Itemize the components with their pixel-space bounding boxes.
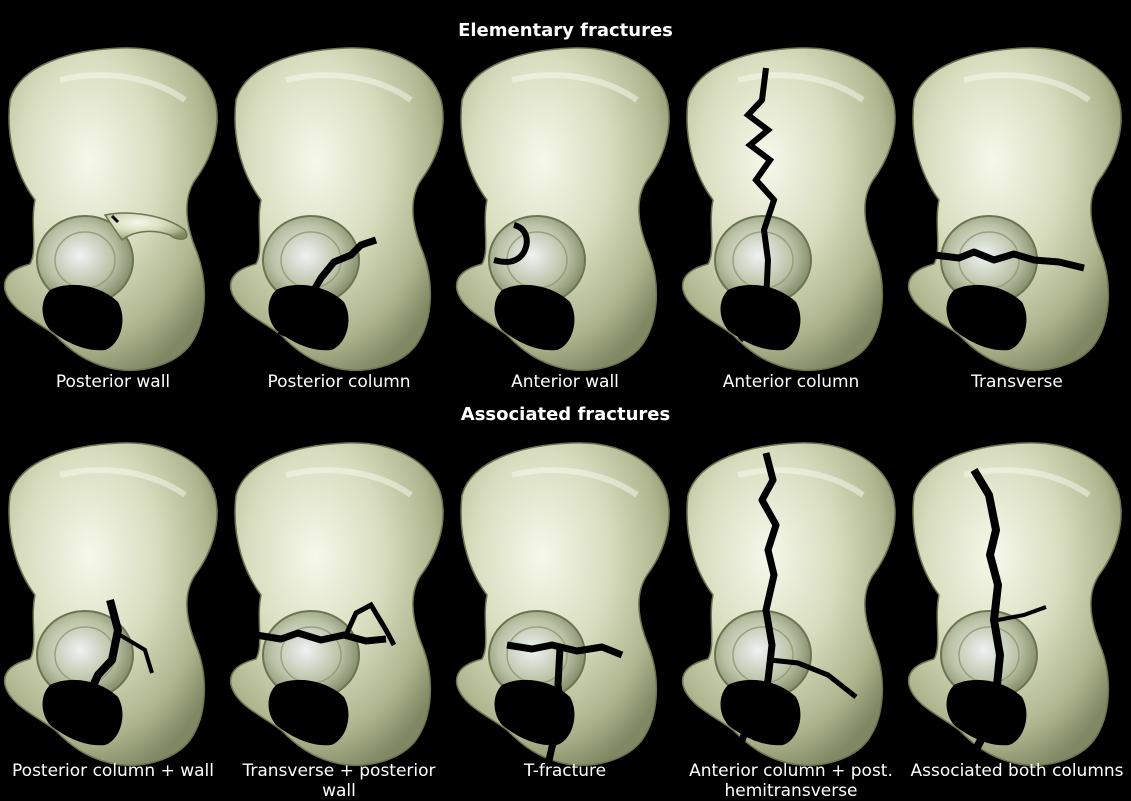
caption-posterior-wall: Posterior wall: [0, 372, 226, 392]
associated-fractures-row: Posterior column + wall Transverse + pos…: [0, 405, 1131, 799]
caption-anterior-column: Anterior column: [678, 372, 904, 392]
caption-transverse-posterior-wall: Transverse + posterior wall: [226, 761, 452, 801]
panel-posterior-column-wall: Posterior column + wall: [0, 405, 226, 799]
hip-bone-illustration: [904, 40, 1130, 380]
hip-bone-illustration: [226, 435, 452, 775]
hip-bone-illustration: [678, 40, 904, 380]
panel-posterior-wall: Posterior wall: [0, 0, 226, 370]
hip-bone-illustration: [904, 435, 1130, 775]
panel-posterior-column: Posterior column: [226, 0, 452, 370]
panel-t-fracture: T-fracture: [452, 405, 678, 799]
caption-posterior-column: Posterior column: [226, 372, 452, 392]
panel-anterior-column-hemitransverse: Anterior column + post. hemitransverse: [678, 405, 904, 799]
elementary-fractures-row: Posterior wall Posterior column Anterior…: [0, 0, 1131, 370]
caption-associated-both-columns: Associated both columns: [904, 761, 1130, 781]
caption-t-fracture: T-fracture: [452, 761, 678, 781]
panel-transverse-posterior-wall: Transverse + posterior wall: [226, 405, 452, 799]
hip-bone-illustration: [452, 40, 678, 380]
hip-bone-illustration: [0, 435, 226, 775]
panel-associated-both-columns: Associated both columns: [904, 405, 1130, 799]
caption-anterior-wall: Anterior wall: [452, 372, 678, 392]
caption-anterior-column-hemitransverse: Anterior column + post. hemitransverse: [678, 761, 904, 801]
panel-anterior-column: Anterior column: [678, 0, 904, 370]
hip-bone-illustration: [0, 40, 226, 380]
panel-transverse: Transverse: [904, 0, 1130, 370]
caption-transverse: Transverse: [904, 372, 1130, 392]
panel-anterior-wall: Anterior wall: [452, 0, 678, 370]
caption-posterior-column-wall: Posterior column + wall: [0, 761, 226, 781]
hip-bone-illustration: [226, 40, 452, 380]
hip-bone-illustration: [452, 435, 678, 775]
hip-bone-illustration: [678, 435, 904, 775]
